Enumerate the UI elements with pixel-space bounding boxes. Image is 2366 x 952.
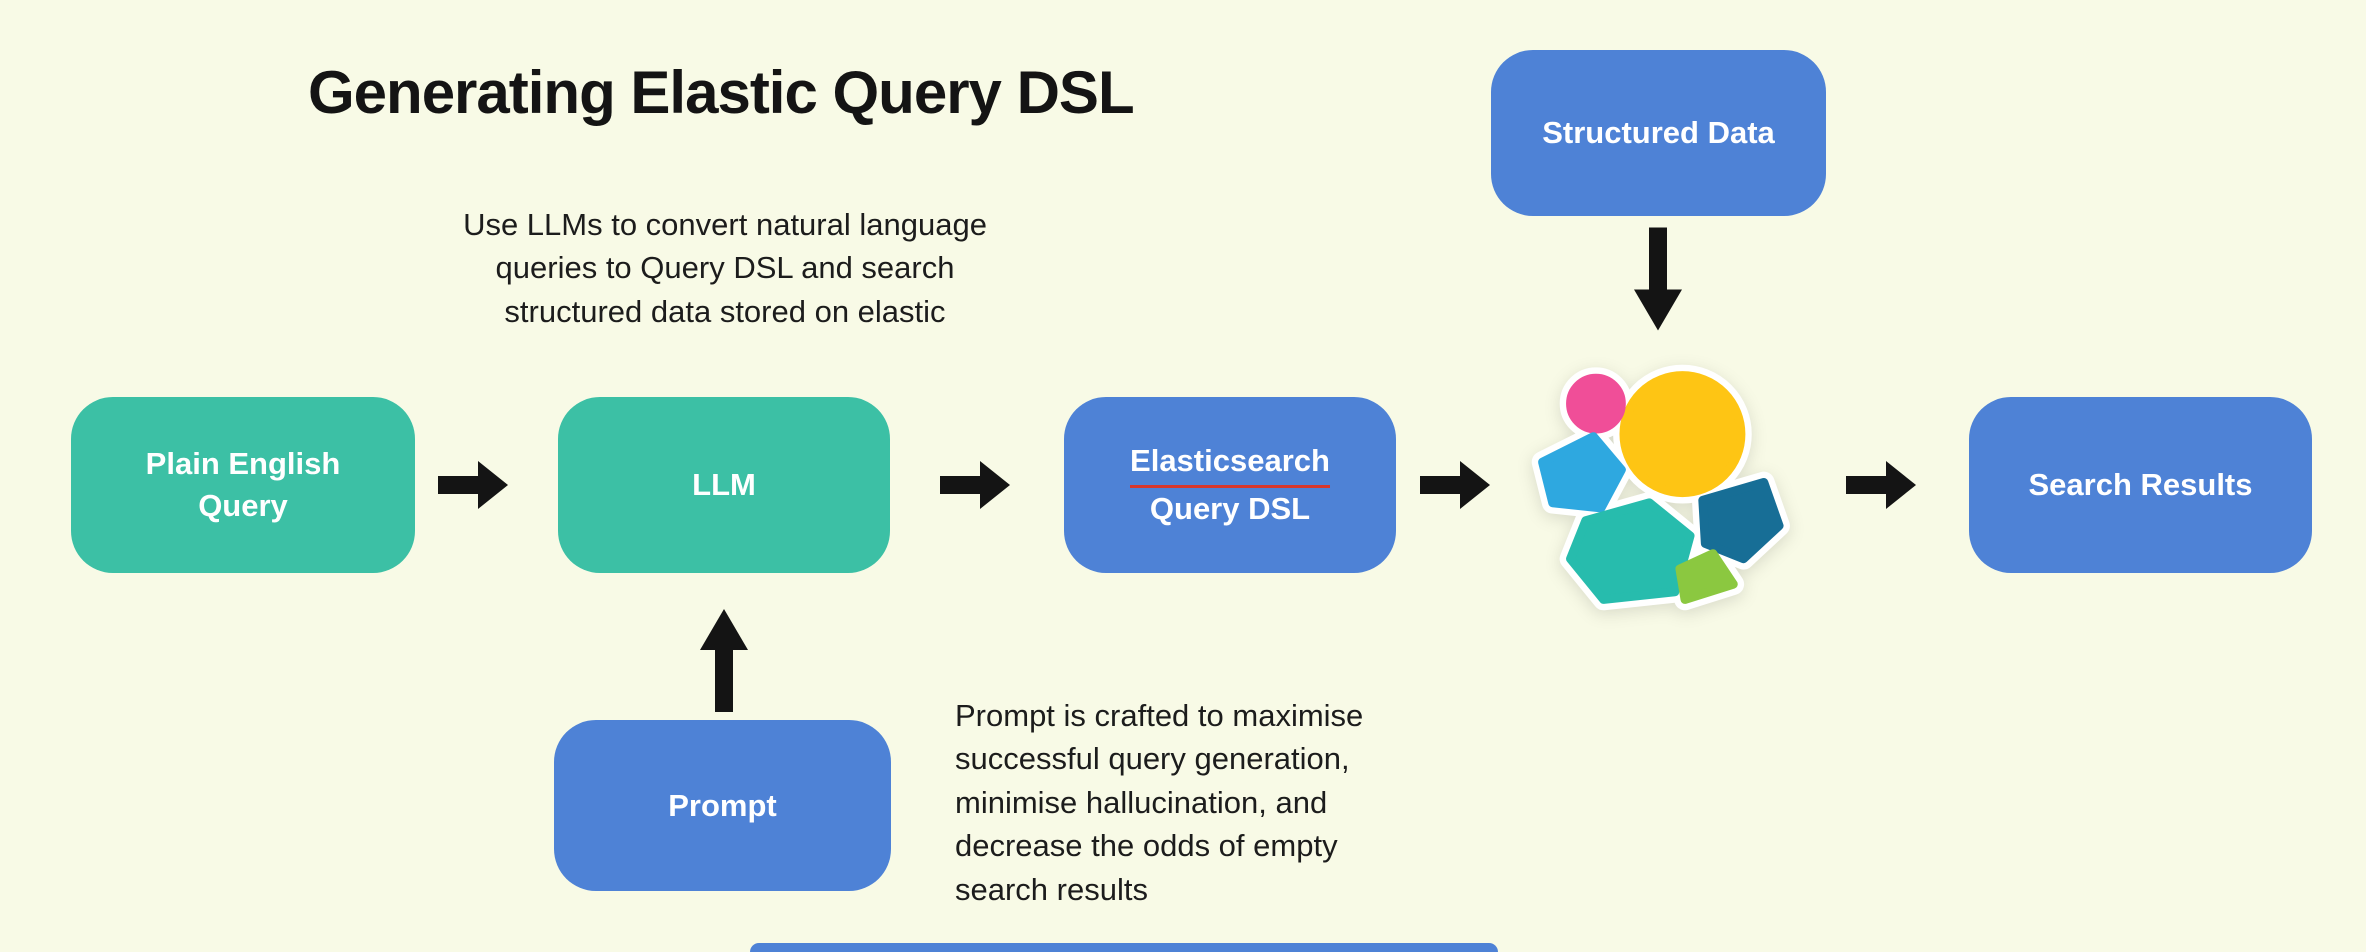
node-prompt: Prompt (554, 720, 891, 891)
node-structured-data: Structured Data (1491, 50, 1826, 216)
node-label: Prompt (668, 787, 777, 823)
arrow-up-icon (696, 608, 752, 712)
top-description: Use LLMs to convert natural language que… (463, 207, 987, 329)
node-label: LLM (692, 467, 756, 503)
node-label: Plain English Query (145, 446, 341, 523)
arrow-right-icon (1846, 457, 1916, 513)
node-label: Query DSL (1149, 491, 1311, 526)
node-label: Search Results (2028, 467, 2253, 503)
node-llm: LLM (558, 397, 890, 573)
bottom-description: Prompt is crafted to maximise successful… (955, 698, 1364, 907)
node-search-results: Search Results (1969, 397, 2312, 573)
node-label-misspelled: Elasticsearch (1130, 440, 1330, 488)
node-label: Structured Data (1542, 115, 1775, 151)
node-elasticsearch-query-dsl: Elasticsearch Query DSL (1064, 397, 1396, 573)
arrow-right-icon (1420, 457, 1490, 513)
node-plain-english-query: Plain English Query (71, 397, 415, 573)
page-title: Generating Elastic Query DSL (308, 59, 1135, 126)
arrow-right-icon (438, 457, 508, 513)
partially-visible-box (750, 943, 1498, 952)
arrow-down-icon (1630, 226, 1686, 334)
arrow-right-icon (940, 457, 1010, 513)
elastic-logo-icon (1512, 340, 1802, 630)
